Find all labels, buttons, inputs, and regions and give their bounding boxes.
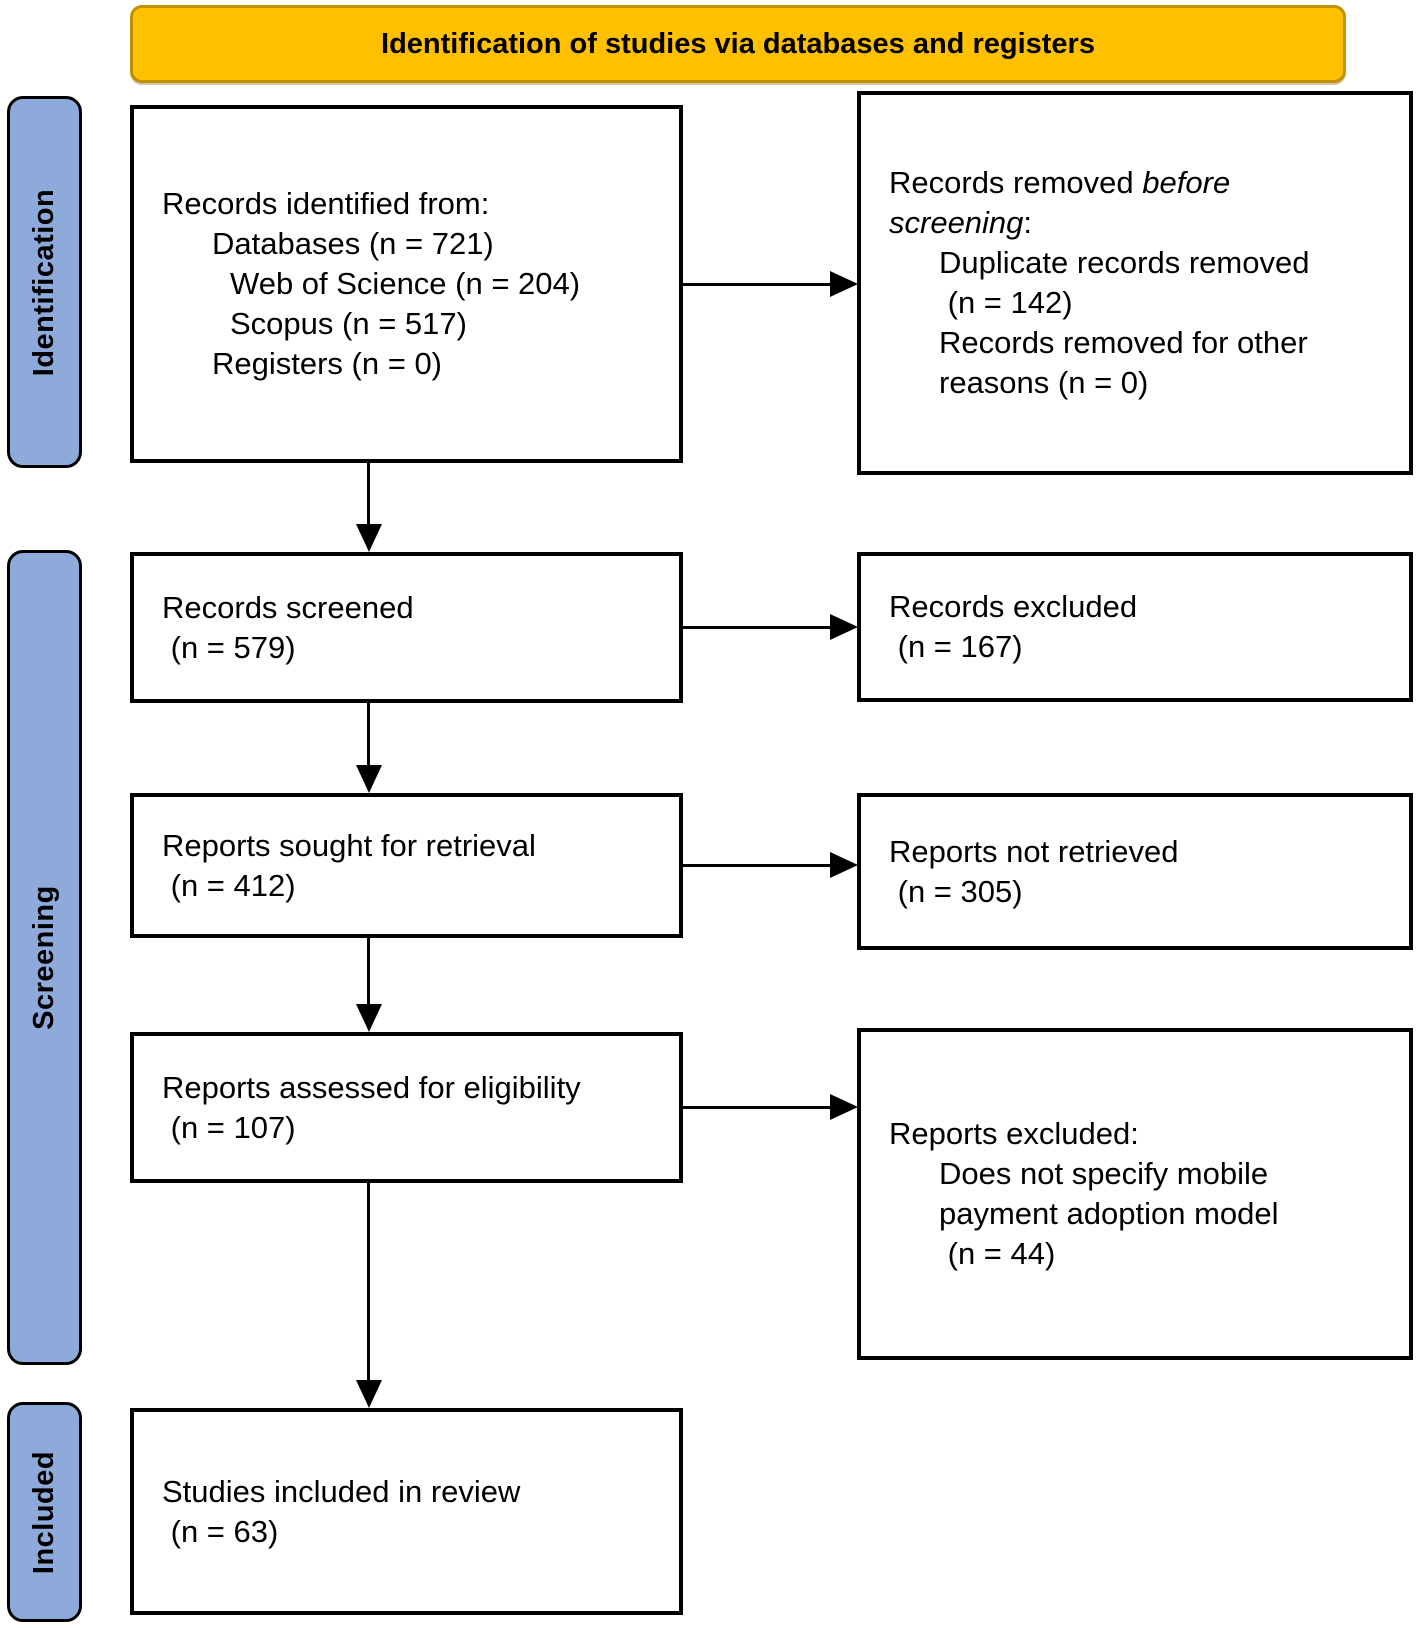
text-line: Reports sought for retrieval bbox=[162, 826, 671, 866]
text-line: screening: bbox=[889, 203, 1401, 243]
banner-title: Identification of studies via databases … bbox=[130, 5, 1346, 83]
text-segment: payment adoption model bbox=[939, 1196, 1279, 1231]
text-segment: Registers (n = 0) bbox=[212, 346, 443, 381]
text-line: Records excluded bbox=[889, 587, 1401, 627]
text-line: Web of Science (n = 204) bbox=[162, 264, 671, 304]
text-line: (n = 142) bbox=[889, 283, 1401, 323]
text-line: (n = 44) bbox=[889, 1234, 1401, 1274]
text-line: payment adoption model bbox=[889, 1194, 1401, 1234]
text-segment: (n = 579) bbox=[162, 629, 296, 665]
italic-text-segment: screening bbox=[889, 205, 1024, 240]
italic-text-segment: before bbox=[1142, 165, 1231, 200]
text-segment: Reports assessed for eligibility bbox=[162, 1069, 581, 1105]
arrow-screened-to-sought-line bbox=[367, 703, 370, 767]
text-line: (n = 579) bbox=[162, 628, 671, 668]
text-segment: (n = 142) bbox=[939, 285, 1073, 320]
arrow-identified-to-removed-head bbox=[830, 271, 858, 297]
arrow-identified-to-screened-line bbox=[367, 463, 370, 526]
text-line: Records screened bbox=[162, 588, 671, 628]
box-studies-included-in-review: Studies included in review (n = 63) bbox=[130, 1408, 683, 1615]
text-segment: Records removed bbox=[889, 165, 1143, 200]
text-line: Scopus (n = 517) bbox=[162, 304, 671, 344]
text-segment: Records removed for other bbox=[939, 325, 1308, 360]
text-segment: (n = 167) bbox=[889, 629, 1023, 664]
text-line: Reports not retrieved bbox=[889, 832, 1401, 872]
text-line: Databases (n = 721) bbox=[162, 224, 671, 264]
text-line: reasons (n = 0) bbox=[889, 363, 1401, 403]
text-segment: reasons (n = 0) bbox=[939, 365, 1149, 400]
box-reports-assessed-for-eligibility: Reports assessed for eligibility (n = 10… bbox=[130, 1032, 683, 1183]
text-segment: (n = 44) bbox=[939, 1236, 1056, 1271]
text-segment: Records excluded bbox=[889, 589, 1138, 624]
text-segment: Databases (n = 721) bbox=[212, 226, 494, 261]
box-reports-not-retrieved: Reports not retrieved (n = 305) bbox=[857, 793, 1413, 950]
arrow-sought-to-assessed-line bbox=[367, 938, 370, 1006]
text-line: (n = 167) bbox=[889, 627, 1401, 667]
text-segment: (n = 107) bbox=[162, 1109, 296, 1145]
text-line: Registers (n = 0) bbox=[162, 344, 671, 384]
text-segment: Does not specify mobile bbox=[939, 1156, 1269, 1191]
arrow-screened-to-excluded-head bbox=[830, 614, 858, 640]
stage-included-label: Included bbox=[28, 1450, 61, 1574]
stage-screening-label: Screening bbox=[28, 885, 60, 1030]
arrow-sought-to-not-retrieved-head bbox=[830, 852, 858, 878]
text-line: Duplicate records removed bbox=[889, 243, 1401, 283]
box-records-excluded: Records excluded (n = 167) bbox=[857, 552, 1413, 702]
text-line: Does not specify mobile bbox=[889, 1154, 1401, 1194]
arrow-screened-to-sought-head bbox=[356, 765, 382, 793]
arrow-screened-to-excluded-line bbox=[683, 626, 832, 629]
text-segment: (n = 63) bbox=[162, 1513, 279, 1549]
text-segment: Records identified from: bbox=[162, 186, 490, 221]
text-segment: (n = 305) bbox=[889, 873, 1023, 909]
text-segment: Reports excluded: bbox=[889, 1116, 1139, 1151]
box-records-screened: Records screened (n = 579) bbox=[130, 552, 683, 703]
arrow-assessed-to-included-head bbox=[356, 1380, 382, 1408]
text-segment: Web of Science (n = 204) bbox=[230, 266, 581, 301]
arrow-identified-to-removed-line bbox=[683, 283, 832, 286]
text-line: (n = 107) bbox=[162, 1108, 671, 1148]
arrow-identified-to-screened-head bbox=[356, 524, 382, 552]
text-segment: Reports not retrieved bbox=[889, 833, 1179, 869]
text-line: Records removed before bbox=[889, 163, 1401, 203]
text-segment: Scopus (n = 517) bbox=[230, 306, 467, 341]
text-line: (n = 305) bbox=[889, 872, 1401, 912]
stage-identification: Identification bbox=[7, 96, 82, 468]
text-segment: Reports sought for retrieval bbox=[162, 827, 536, 863]
text-line: Reports assessed for eligibility bbox=[162, 1068, 671, 1108]
arrow-sought-to-assessed-head bbox=[356, 1004, 382, 1032]
text-line: Records removed for other bbox=[889, 323, 1401, 363]
stage-screening: Screening bbox=[7, 550, 82, 1365]
text-segment: (n = 412) bbox=[162, 867, 296, 903]
box-reports-excluded: Reports excluded: Does not specify mobile… bbox=[857, 1028, 1413, 1360]
text-segment: Records screened bbox=[162, 589, 414, 625]
arrow-sought-to-not-retrieved-line bbox=[683, 864, 832, 867]
text-segment: : bbox=[1023, 205, 1033, 240]
box-records-identified: Records identified from: Databases (n = 7… bbox=[130, 105, 683, 463]
arrow-assessed-to-excluded-head bbox=[830, 1094, 858, 1120]
text-segment: Studies included in review bbox=[162, 1473, 521, 1509]
stage-identification-label: Identification bbox=[28, 188, 61, 376]
text-segment: Duplicate records removed bbox=[939, 245, 1310, 280]
text-line: Studies included in review bbox=[162, 1472, 671, 1512]
arrow-assessed-to-included-line bbox=[367, 1183, 370, 1382]
stage-included: Included bbox=[7, 1402, 82, 1622]
text-line: Reports excluded: bbox=[889, 1114, 1401, 1154]
box-reports-sought-for-retrieval: Reports sought for retrieval (n = 412) bbox=[130, 793, 683, 938]
text-line: (n = 63) bbox=[162, 1512, 671, 1552]
text-line: (n = 412) bbox=[162, 866, 671, 906]
arrow-assessed-to-excluded-line bbox=[683, 1106, 832, 1109]
text-line: Records identified from: bbox=[162, 184, 671, 224]
